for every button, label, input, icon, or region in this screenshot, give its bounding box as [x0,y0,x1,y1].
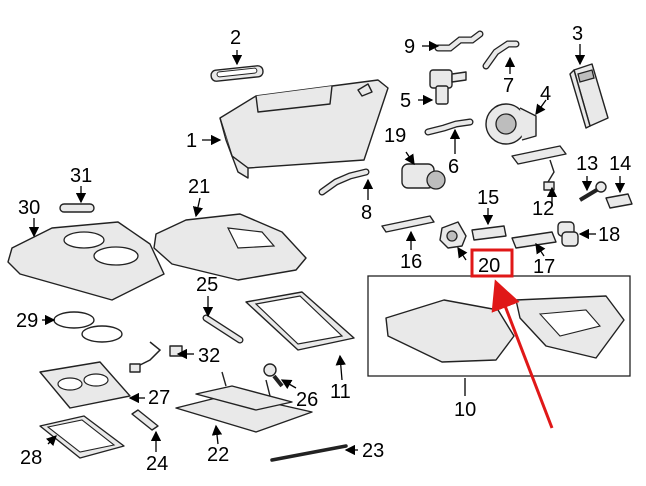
callout-22: 22 [207,444,229,466]
part-14-clip [605,193,633,209]
part-29-seal [53,311,123,343]
part-11-frame [245,291,355,351]
part-18-knob [557,221,579,247]
leader-lines [28,40,626,456]
part-22-bracket [175,371,313,433]
part-9-hose [434,30,484,52]
callout-8: 8 [361,202,372,224]
callout-2: 2 [230,27,241,49]
callout-19: 19 [384,125,406,147]
callout-9: 9 [404,36,415,58]
callout-25: 25 [196,274,218,296]
part-15-filter [471,225,507,241]
part-16-bar [381,215,435,233]
part-6-hose [424,118,474,136]
callout-7: 7 [503,75,514,97]
part-25-rod [202,314,244,344]
callout-4: 4 [540,83,551,105]
callout-28: 28 [20,447,42,469]
part-27-cup-holder [39,361,131,409]
callout-labels: 1 2 3 4 5 6 7 8 9 10 11 12 13 14 15 16 1… [16,23,631,475]
callout-30: 30 [18,197,40,219]
callout-24: 24 [146,453,168,475]
part-21-tray [153,213,307,281]
callout-5: 5 [400,90,411,112]
callout-11: 11 [330,381,351,403]
callout-20: 20 [478,255,500,277]
part-4-blower-motor [485,103,537,145]
callout-3: 3 [572,23,583,45]
part-7-hose [482,40,520,70]
callout-23: 23 [362,440,384,462]
callout-highlight [470,248,554,429]
callout-26: 26 [296,389,318,411]
inset-frame [367,275,631,377]
part-30-armrest-top [7,221,165,301]
part-23-rod [270,444,348,462]
callout-6: 6 [448,156,459,178]
part-13-bolt [578,181,607,202]
part-19-motor [401,163,446,190]
callout-32: 32 [198,345,220,367]
part-12-bracket [511,145,567,191]
callout-29: 29 [16,310,38,332]
callout-21: 21 [188,176,210,198]
callout-27: 27 [148,387,170,409]
part-20-actuator [439,221,467,249]
callout-17: 17 [533,256,555,278]
part-31-clip [59,203,95,213]
callout-18: 18 [598,224,620,246]
red-pointer-arrow [491,279,554,429]
callout-16: 16 [400,251,422,273]
part-28-mat [39,415,125,459]
part-17-plate [511,231,557,249]
callout-1: 1 [186,130,197,152]
part-3-bracket [569,63,609,129]
callout-10: 10 [454,399,476,421]
part-5-actuator [429,69,467,105]
part-2-lid [210,65,264,82]
callout-15: 15 [477,187,499,209]
callout-13: 13 [576,153,598,175]
part-32-wire-harness [129,341,183,373]
part-24-strip [131,409,159,431]
callout-12: 12 [532,198,554,220]
highlight-box-20 [470,248,514,278]
callout-14: 14 [609,153,631,175]
part-1-console-housing [219,79,389,179]
callout-31: 31 [70,165,92,187]
part-26-bolt [263,363,284,388]
part-8-hose [318,168,370,196]
